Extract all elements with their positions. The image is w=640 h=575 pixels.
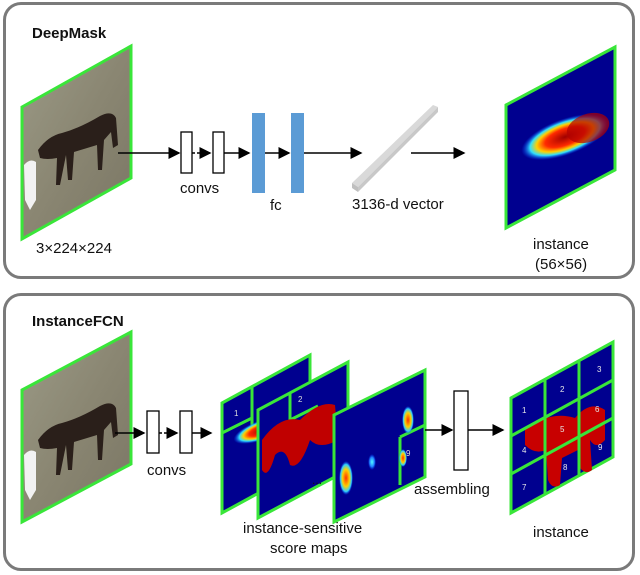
score-cell-1: 1 (234, 409, 239, 418)
deepmask-output-heatmap (504, 44, 617, 231)
panel-title-instancefcn: InstanceFCN (32, 313, 124, 330)
label-output-line1: instance (533, 236, 589, 253)
deepmask-input-image (20, 43, 133, 242)
score-maps-stack: 1 2 9 (220, 352, 427, 525)
label-assembling: assembling (414, 481, 490, 498)
instance-grid-output (509, 339, 615, 516)
grid-cell-6: 6 (595, 405, 600, 414)
label-convs-instancefcn: convs (147, 462, 187, 479)
deepmask-fc-layers (252, 113, 363, 193)
label-instance-output: instance (533, 524, 589, 541)
grid-cell-5: 5 (560, 425, 565, 434)
label-convs-deepmask: convs (180, 180, 220, 197)
deepmask-convs (118, 131, 251, 174)
grid-cell-1: 1 (522, 406, 527, 415)
score-cell-2: 2 (298, 395, 303, 404)
label-score-maps-line2: score maps (270, 540, 348, 557)
grid-cell-9: 9 (598, 443, 603, 452)
assembling-block (425, 390, 505, 471)
label-score-maps-line1: instance-sensitive (243, 520, 363, 537)
grid-cell-8: 8 (563, 463, 568, 472)
label-output-line2: (56×56) (535, 256, 588, 273)
panel-title-deepmask: DeepMask (32, 25, 107, 42)
grid-cell-7: 7 (522, 483, 527, 492)
label-ellipsis: ... (312, 473, 323, 487)
score-cell-9: 9 (406, 449, 411, 458)
vector-bar (352, 105, 438, 192)
label-fc: fc (270, 197, 282, 214)
grid-cell-2: 2 (560, 385, 565, 394)
instancefcn-input-image (20, 329, 133, 525)
grid-cell-3: 3 (597, 365, 602, 374)
label-input-size: 3×224×224 (36, 240, 112, 257)
instance-grid-labels: 1 2 3 4 5 6 7 8 9 (522, 365, 603, 492)
label-vector: 3136-d vector (352, 196, 444, 213)
grid-cell-4: 4 (522, 446, 527, 455)
instancefcn-convs (115, 410, 213, 454)
instancefcn-panel: InstanceFCN (3, 293, 635, 571)
